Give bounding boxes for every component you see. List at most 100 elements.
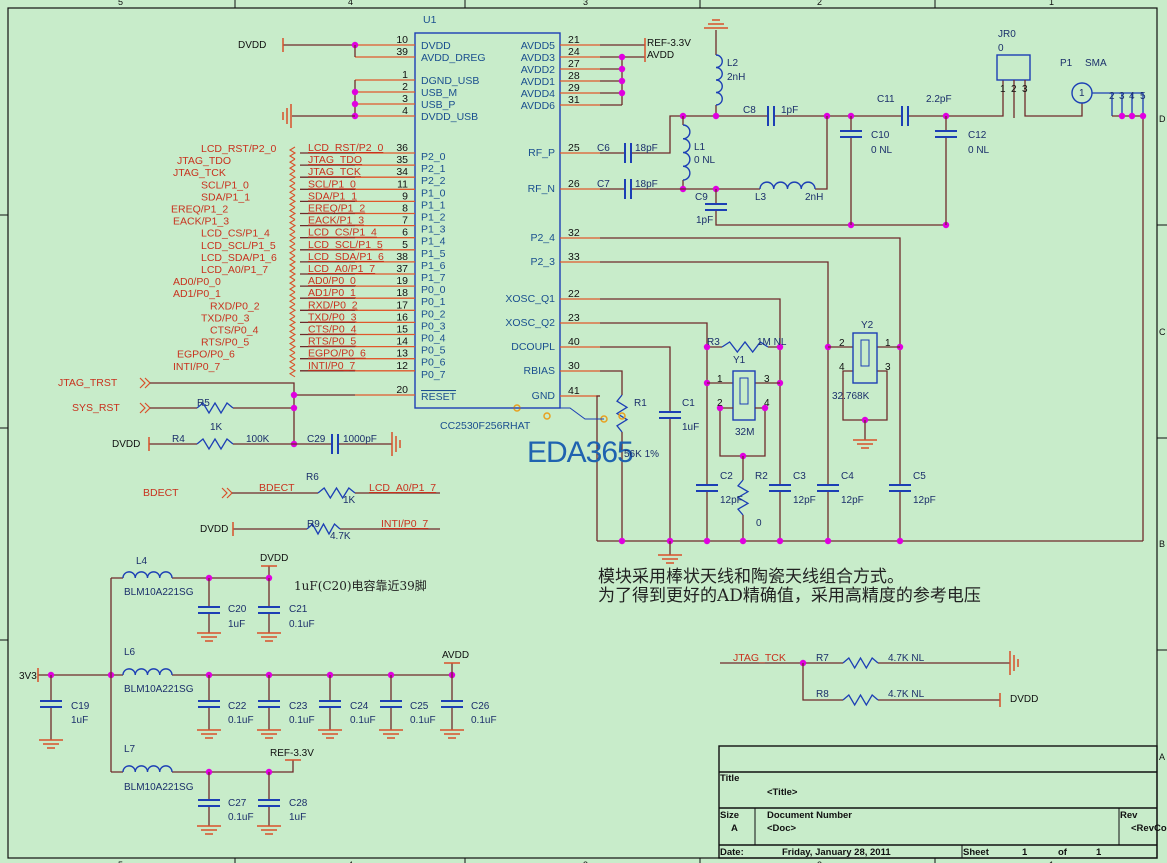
u1-pin-name: DVDD_USB (421, 111, 478, 123)
port-net-label: EREQ/P1_2 (171, 204, 228, 216)
sheet-total: 1 (1096, 847, 1102, 858)
l4-value: BLM10A221SG (124, 587, 194, 598)
bus-entry-icon (288, 352, 297, 366)
inductor-coil (759, 181, 816, 190)
port-net-label: LCD_SDA/P1_6 (201, 252, 277, 264)
reference-voltage-note: 为了得到更好的AD精确值，采用高精度的参考电压 (598, 586, 981, 606)
y2-body (852, 332, 878, 384)
port-net-label: LCD_CS/P1_4 (201, 228, 270, 240)
capacitor-gap (660, 412, 680, 418)
u1-pin-name: P1_4 (421, 236, 446, 248)
u1-pin-number: 3 (402, 93, 408, 105)
c3-ref: C3 (793, 471, 806, 482)
c9-ref: C9 (695, 192, 708, 203)
y2-pin-1: 1 (885, 338, 891, 349)
bus-entry-icon (288, 158, 297, 172)
u1-pin-name: P0_0 (421, 284, 446, 296)
c12-ref: C12 (968, 130, 987, 141)
r3-value: 1M NL (757, 337, 787, 348)
capacitor-gap (768, 106, 774, 126)
port-net-label: LCD_SCL/P1_5 (201, 240, 276, 252)
eda365-watermark: EDA365 (527, 436, 633, 469)
u1-pin-number: 4 (402, 105, 408, 117)
bus-entry-icon (288, 182, 297, 196)
u1-pin-number: 11 (397, 178, 408, 190)
u1-pin-number: 22 (568, 288, 580, 300)
r7-value: 4.7K NL (888, 653, 925, 664)
u1-pin-number: 20 (396, 384, 408, 396)
zone-col-5-bottom: 5 (118, 860, 123, 863)
inductor-gap (715, 55, 724, 105)
capacitor-gap (697, 485, 717, 491)
inductor-coil (682, 124, 691, 181)
y2-crystal-icon (860, 339, 870, 367)
u1-pin-number: 28 (568, 70, 580, 82)
u1-pin-name: DGND_USB (421, 75, 479, 87)
date-value: Friday, January 28, 2011 (782, 847, 891, 858)
capacitor-gap (259, 701, 279, 707)
net-inti: INTI/P0_7 (381, 518, 428, 530)
u1-ref: U1 (423, 14, 437, 26)
net-dvdd-r9: DVDD (200, 524, 228, 535)
junction-dot (351, 100, 359, 108)
u1-pin-name: AVDD2 (521, 64, 555, 76)
sheet-number: 1 (1022, 847, 1028, 858)
net-jtag-trst: JTAG_TRST (58, 377, 118, 389)
pin-net-label: AD1/P0_1 (308, 287, 356, 299)
junction-dot (351, 88, 359, 96)
u1-pin-name: P2_2 (421, 175, 446, 187)
u1-pin-number: 34 (396, 166, 408, 178)
u1-pin-name: XOSC_Q1 (505, 293, 555, 305)
u1-pin-name: AVDD6 (521, 100, 555, 112)
c4-ref: C4 (841, 471, 854, 482)
y1-pin-3: 3 (764, 374, 770, 385)
y1-pin-4: 4 (764, 398, 770, 409)
bus-entry-icon (288, 194, 297, 208)
u1-pin-number: 25 (568, 142, 580, 154)
capacitor-gap (625, 179, 631, 199)
pin-net-label: SDA/P1_1 (308, 190, 357, 202)
port-net-label: JTAG_TDO (177, 155, 231, 167)
u1-pin-number: 16 (396, 311, 408, 323)
port-net-label: RXD/P0_2 (210, 300, 260, 312)
u1-pin-number: 9 (402, 190, 408, 202)
u1-pin-name: P1_6 (421, 260, 446, 272)
c11-value: 2.2pF (926, 94, 952, 105)
c11-ref: C11 (877, 94, 895, 105)
u1-pin-number: 38 (396, 251, 408, 263)
c3-value: 12pF (793, 495, 816, 506)
port-net-label: JTAG_TCK (173, 167, 226, 179)
wire (1024, 80, 1083, 117)
u1-pin-number: 36 (396, 142, 408, 154)
zone-col-1: 1 (1049, 0, 1054, 7)
bus-entry-icon (288, 231, 297, 245)
u1-pin-name: P0_2 (421, 308, 446, 320)
u1-pin-name: P0_1 (421, 296, 446, 308)
u1-pin-name: P2_3 (530, 256, 555, 268)
inductor-gap (760, 181, 815, 190)
junction-dot (739, 537, 747, 545)
net-sys-rst: SYS_RST (72, 402, 120, 414)
net-dvdd-r8: DVDD (1010, 694, 1038, 705)
r2-ref: R2 (755, 471, 768, 482)
l3-value: 2nH (805, 192, 823, 203)
u1-pin-name: P0_6 (421, 357, 446, 369)
capacitor-gap (818, 485, 838, 491)
zone-row-d: D (1159, 114, 1166, 124)
r8-ref: R8 (816, 689, 829, 700)
c10-value: 0 NL (871, 145, 893, 156)
junction-dot (703, 343, 711, 351)
u1-pin-name: DVDD (421, 40, 451, 52)
pin-net-label: INTI/P0_7 (308, 360, 355, 372)
port-net-label: AD1/P0_1 (173, 288, 221, 300)
jr0-pin-3: 3 (1022, 84, 1028, 95)
u1-pin-number: 14 (396, 336, 408, 348)
y1-crystal-icon (739, 377, 749, 405)
r3-ref: R3 (707, 337, 720, 348)
u1-pin-number: 10 (396, 34, 408, 46)
net-3v3: 3V3 (19, 671, 37, 682)
u1-pin-name: USB_P (421, 99, 455, 111)
u1-pin-number: 6 (402, 227, 408, 239)
c29-ref: C29 (307, 434, 326, 445)
u1-pin-number: 39 (396, 46, 408, 58)
